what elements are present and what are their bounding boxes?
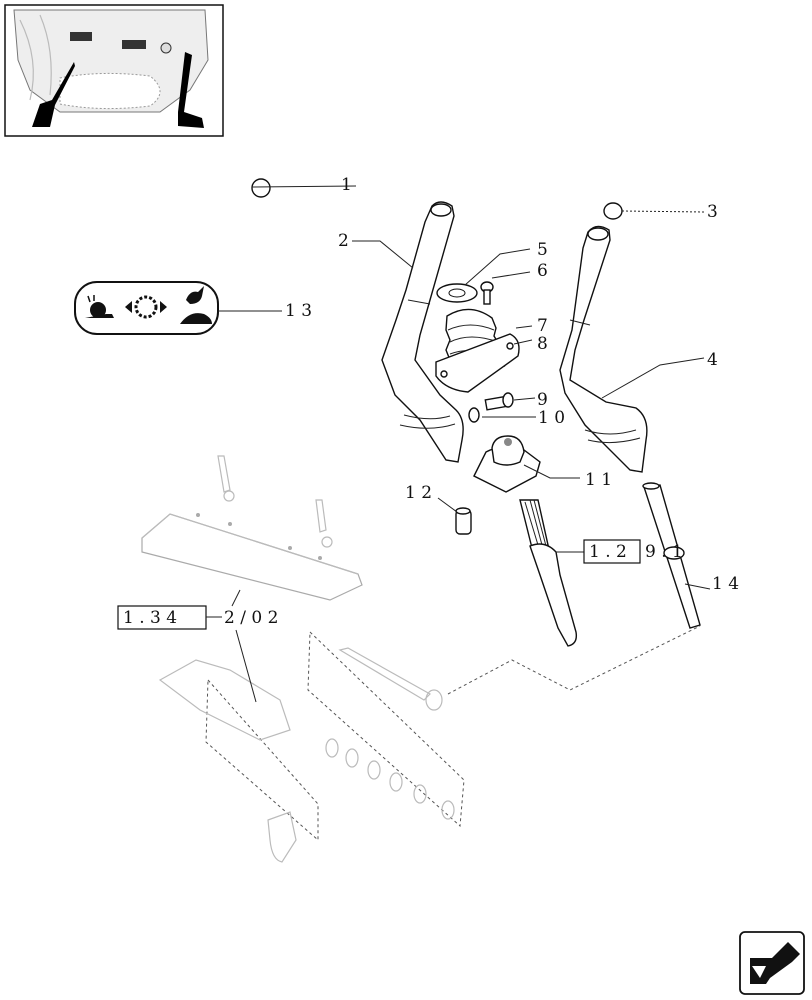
gear-arrows-icon xyxy=(125,295,167,319)
callout-13: 1 3 xyxy=(285,301,312,321)
ref-1-29-box-text: 1 . 2 xyxy=(589,542,627,562)
screw-6 xyxy=(480,281,494,305)
location-thumbnail xyxy=(4,4,224,137)
bolts-upper xyxy=(217,455,333,548)
callout-7: 7 xyxy=(537,316,548,336)
lever-2 xyxy=(381,201,464,463)
bracket-plate xyxy=(141,513,363,601)
callout-6: 6 xyxy=(537,261,548,281)
snail-icon xyxy=(85,295,114,318)
ref-1-34-tail-text: 2 / 0 2 xyxy=(224,608,278,628)
callout-14: 1 4 xyxy=(712,574,739,594)
callout-12: 1 2 xyxy=(405,483,432,503)
sleeve-12 xyxy=(455,507,472,535)
dome-base-11 xyxy=(473,435,541,493)
dashed-connector xyxy=(447,625,701,695)
gaiter-boot-7-8 xyxy=(435,308,520,393)
washer-10 xyxy=(468,407,480,423)
knob-3 xyxy=(603,202,623,220)
callout-3: 3 xyxy=(707,202,718,222)
rabbit-turtle-icon xyxy=(180,286,212,324)
linkage-assembly xyxy=(158,647,455,863)
plate-5 xyxy=(436,283,478,303)
knob-1 xyxy=(251,178,271,198)
next-page-arrow-icon[interactable] xyxy=(739,931,805,995)
callout-8: 8 xyxy=(537,334,548,354)
callout-11: 1 1 xyxy=(585,470,612,490)
ref-1-34-box-text: 1 . 3 4 xyxy=(123,608,177,628)
callout-2: 2 xyxy=(338,231,349,251)
ref-1-29-tail-text: 9 . 1 xyxy=(645,542,683,562)
dashed-box-left xyxy=(205,678,319,842)
callout-10: 1 0 xyxy=(538,408,565,428)
callout-4: 4 xyxy=(707,350,718,370)
callout-1: 1 xyxy=(341,175,352,195)
callout-9: 9 xyxy=(537,390,548,410)
bolt-9 xyxy=(484,392,514,411)
ref-1-34-2-02[interactable]: 1 . 3 4 2 / 0 2 xyxy=(117,605,278,630)
callout-5: 5 xyxy=(537,240,548,260)
lever-4 xyxy=(559,225,648,473)
ref-1-29-1[interactable]: 1 . 2 9 . 1 xyxy=(583,539,683,564)
speed-symbol-plate xyxy=(74,281,219,335)
splined-shaft xyxy=(519,499,578,647)
dashed-box-right xyxy=(307,630,465,828)
rod-14 xyxy=(642,482,701,629)
